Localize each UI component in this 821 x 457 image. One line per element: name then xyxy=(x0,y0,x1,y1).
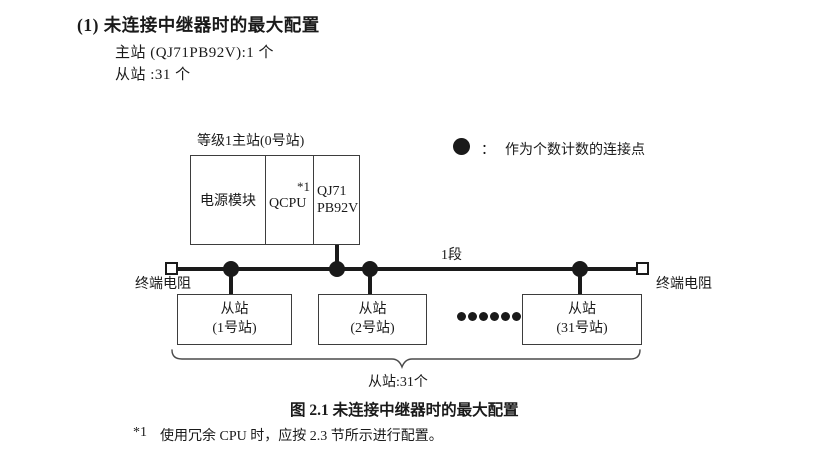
slave-31-line2: (31号站) xyxy=(556,320,608,336)
slave-station-31-box: 从站 (31号站) xyxy=(522,294,642,345)
terminating-resistor-right-label: 终端电阻 xyxy=(656,277,712,292)
ellipsis-dot xyxy=(479,312,488,321)
qj71-label-line2: PB92V xyxy=(317,201,359,216)
qcpu-footnote-ref: *1 xyxy=(297,179,310,194)
legend-text: ： 作为个数计数的连接点 xyxy=(481,139,645,159)
connection-point-icon xyxy=(453,138,470,155)
brace-graphic xyxy=(171,349,641,369)
terminating-resistor-left-icon xyxy=(165,262,178,275)
qj71-label-line1: QJ71 xyxy=(317,183,347,199)
master-station-label: 等级1主站(0号站) xyxy=(197,134,305,149)
master-station-box: 电源模块 *1 QCPU QJ71 PB92V xyxy=(190,155,360,245)
slave-1-line1: 从站 xyxy=(220,302,249,318)
connection-dot-slave31 xyxy=(572,261,588,277)
ellipsis-dot xyxy=(490,312,499,321)
master-count-line: 主站 (QJ71PB92V):1 个 xyxy=(115,45,275,61)
ellipsis-dot xyxy=(457,312,466,321)
footnote-text: 使用冗余 CPU 时，应按 2.3 节所示进行配置。 xyxy=(160,429,443,444)
connection-dot-master xyxy=(329,261,345,277)
slave-station-2-box: 从站 (2号站) xyxy=(318,294,427,345)
section-heading: (1) 未连接中继器时的最大配置 xyxy=(77,15,320,35)
ellipsis-dot xyxy=(512,312,521,321)
qcpu-label: QCPU xyxy=(269,196,307,211)
bus-line xyxy=(178,267,637,271)
connection-dot-slave1 xyxy=(223,261,239,277)
slave-station-1-box: 从站 (1号站) xyxy=(177,294,292,345)
legend-label: 作为个数计数的连接点 xyxy=(505,143,645,158)
figure-caption: 图 2.1 未连接中继器时的最大配置 xyxy=(290,402,519,419)
ellipsis-dot xyxy=(468,312,477,321)
ellipsis-dot xyxy=(501,312,510,321)
terminating-resistor-left-label: 终端电阻 xyxy=(135,277,191,292)
drop-line-slave1 xyxy=(229,271,233,295)
legend-colon: ： xyxy=(481,143,495,158)
slave-count-line: 从站 :31 个 xyxy=(115,67,191,83)
qj71pb92v-cell: QJ71 PB92V xyxy=(314,156,358,244)
terminating-resistor-right-icon xyxy=(636,262,649,275)
drop-line-master xyxy=(335,245,339,267)
drop-line-slave31 xyxy=(578,271,582,295)
slave-31-line1: 从站 xyxy=(568,302,596,318)
slave-1-line2: (1号站) xyxy=(212,320,257,336)
drop-line-slave2 xyxy=(368,271,372,295)
footnote-marker: *1 xyxy=(133,425,147,440)
segment-label: 1段 xyxy=(441,248,462,263)
slave-2-line1: 从站 xyxy=(358,302,387,318)
connection-dot-slave2 xyxy=(362,261,378,277)
qcpu-cell: *1 QCPU xyxy=(266,156,314,244)
brace-label: 从站:31个 xyxy=(368,375,428,390)
slave-2-line2: (2号站) xyxy=(350,320,395,336)
power-module-cell: 电源模块 xyxy=(191,156,266,244)
